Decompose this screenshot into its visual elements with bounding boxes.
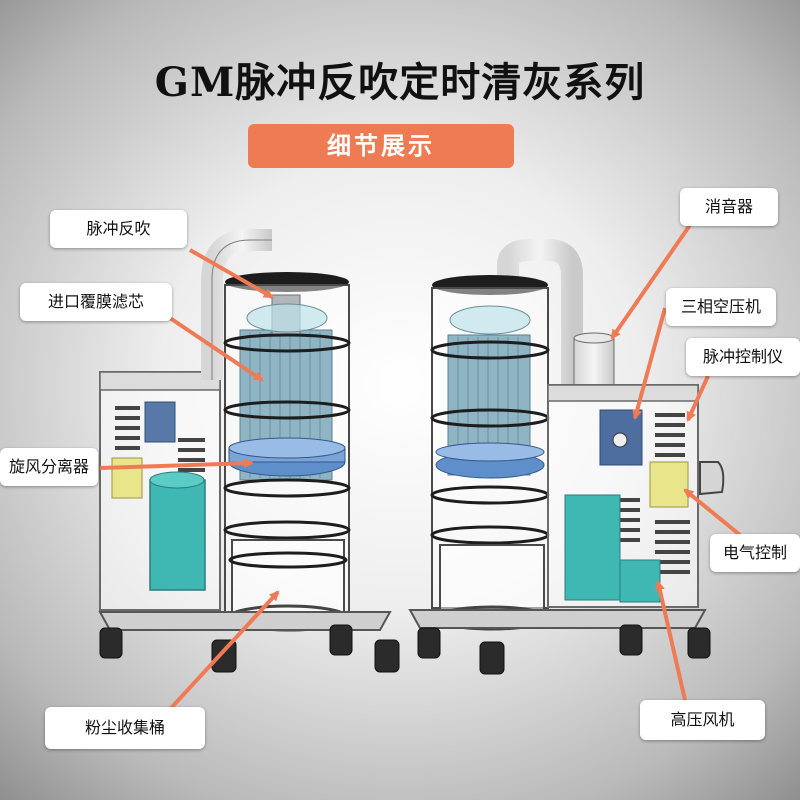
detail-badge: 细节展示	[248, 124, 514, 168]
label-pulse-blowback: 脉冲反吹	[50, 210, 187, 248]
right-electrical-box	[649, 461, 689, 508]
left-blower	[149, 479, 206, 591]
left-machine	[98, 229, 400, 673]
label-muffler: 消音器	[680, 188, 778, 226]
right-bucket	[439, 544, 545, 618]
label-dust-bucket: 粉尘收集桶	[45, 707, 205, 749]
right-muffler	[573, 337, 615, 387]
arrow-pulse-blowback	[189, 248, 274, 299]
label-three-phase-compressor: 三相空压机	[666, 288, 776, 326]
label-electrical-control: 电气控制	[710, 534, 800, 572]
left-electrical-box	[111, 457, 143, 499]
callout-arrows	[99, 223, 742, 722]
arrow-electrical	[683, 488, 742, 537]
label-cyclone-separator: 旋风分离器	[0, 448, 98, 486]
right-blower	[564, 494, 621, 601]
arrow-dust-bucket	[158, 590, 280, 722]
label-inlet-filter: 进口覆膜滤芯	[20, 283, 172, 321]
arrow-inlet-filter	[168, 316, 264, 382]
right-machine	[408, 239, 725, 675]
left-motor	[144, 401, 176, 443]
arrow-muffler	[610, 223, 692, 340]
arrow-cyclone	[99, 458, 254, 470]
right-inlet-pipe	[497, 239, 583, 395]
arrow-blower	[654, 580, 687, 701]
label-pulse-controller: 脉冲控制仪	[686, 338, 800, 376]
label-high-pressure-blower: 高压风机	[640, 700, 765, 740]
right-lid	[432, 275, 548, 295]
arrow-pulse-controller	[686, 375, 710, 422]
arrow-compressor	[632, 307, 667, 420]
page-title: GM脉冲反吹定时清灰系列	[154, 59, 646, 106]
